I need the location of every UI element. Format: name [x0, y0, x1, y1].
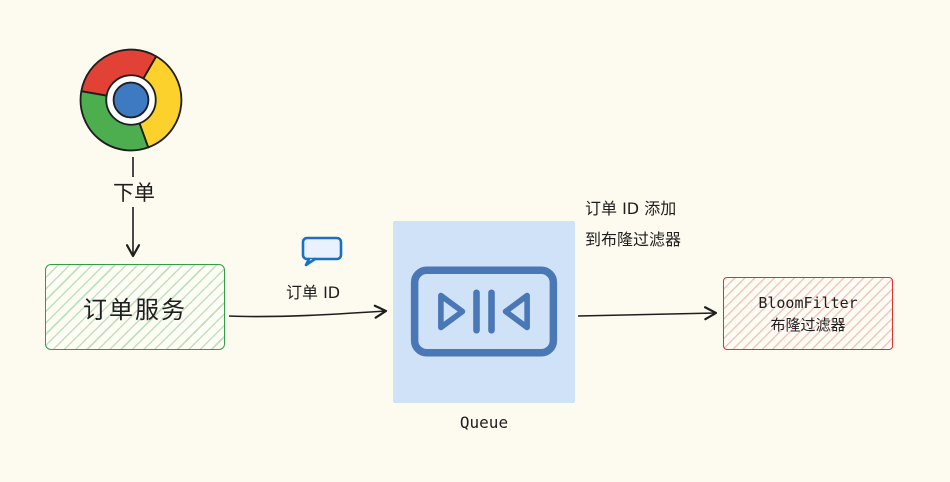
- bloom-filter-label-line1: BloomFilter: [758, 293, 858, 312]
- chrome-browser-icon: [79, 48, 183, 152]
- place-order-label: 下单: [98, 177, 170, 207]
- bloom-filter-node: BloomFilter 布隆过滤器: [723, 277, 893, 350]
- chat-bubble-icon: [301, 236, 343, 267]
- queue-node: [393, 221, 575, 403]
- arrow-queue-to-bloom: [577, 306, 718, 321]
- queue-icon: [410, 266, 558, 357]
- bloom-filter-label-line2: 布隆过滤器: [770, 315, 846, 334]
- order-service-node: 订单服务: [45, 264, 225, 350]
- add-to-bloom-label-line2: 到布隆过滤器: [585, 230, 682, 249]
- add-to-bloom-label: 订单 ID 添加 到布隆过滤器: [585, 193, 765, 255]
- order-service-label: 订单服务: [83, 295, 187, 324]
- order-id-label: 订单 ID: [286, 283, 341, 302]
- arrow-order-to-queue: [228, 304, 388, 319]
- queue-label: Queue: [459, 413, 509, 432]
- add-to-bloom-label-line1: 订单 ID 添加: [585, 199, 677, 218]
